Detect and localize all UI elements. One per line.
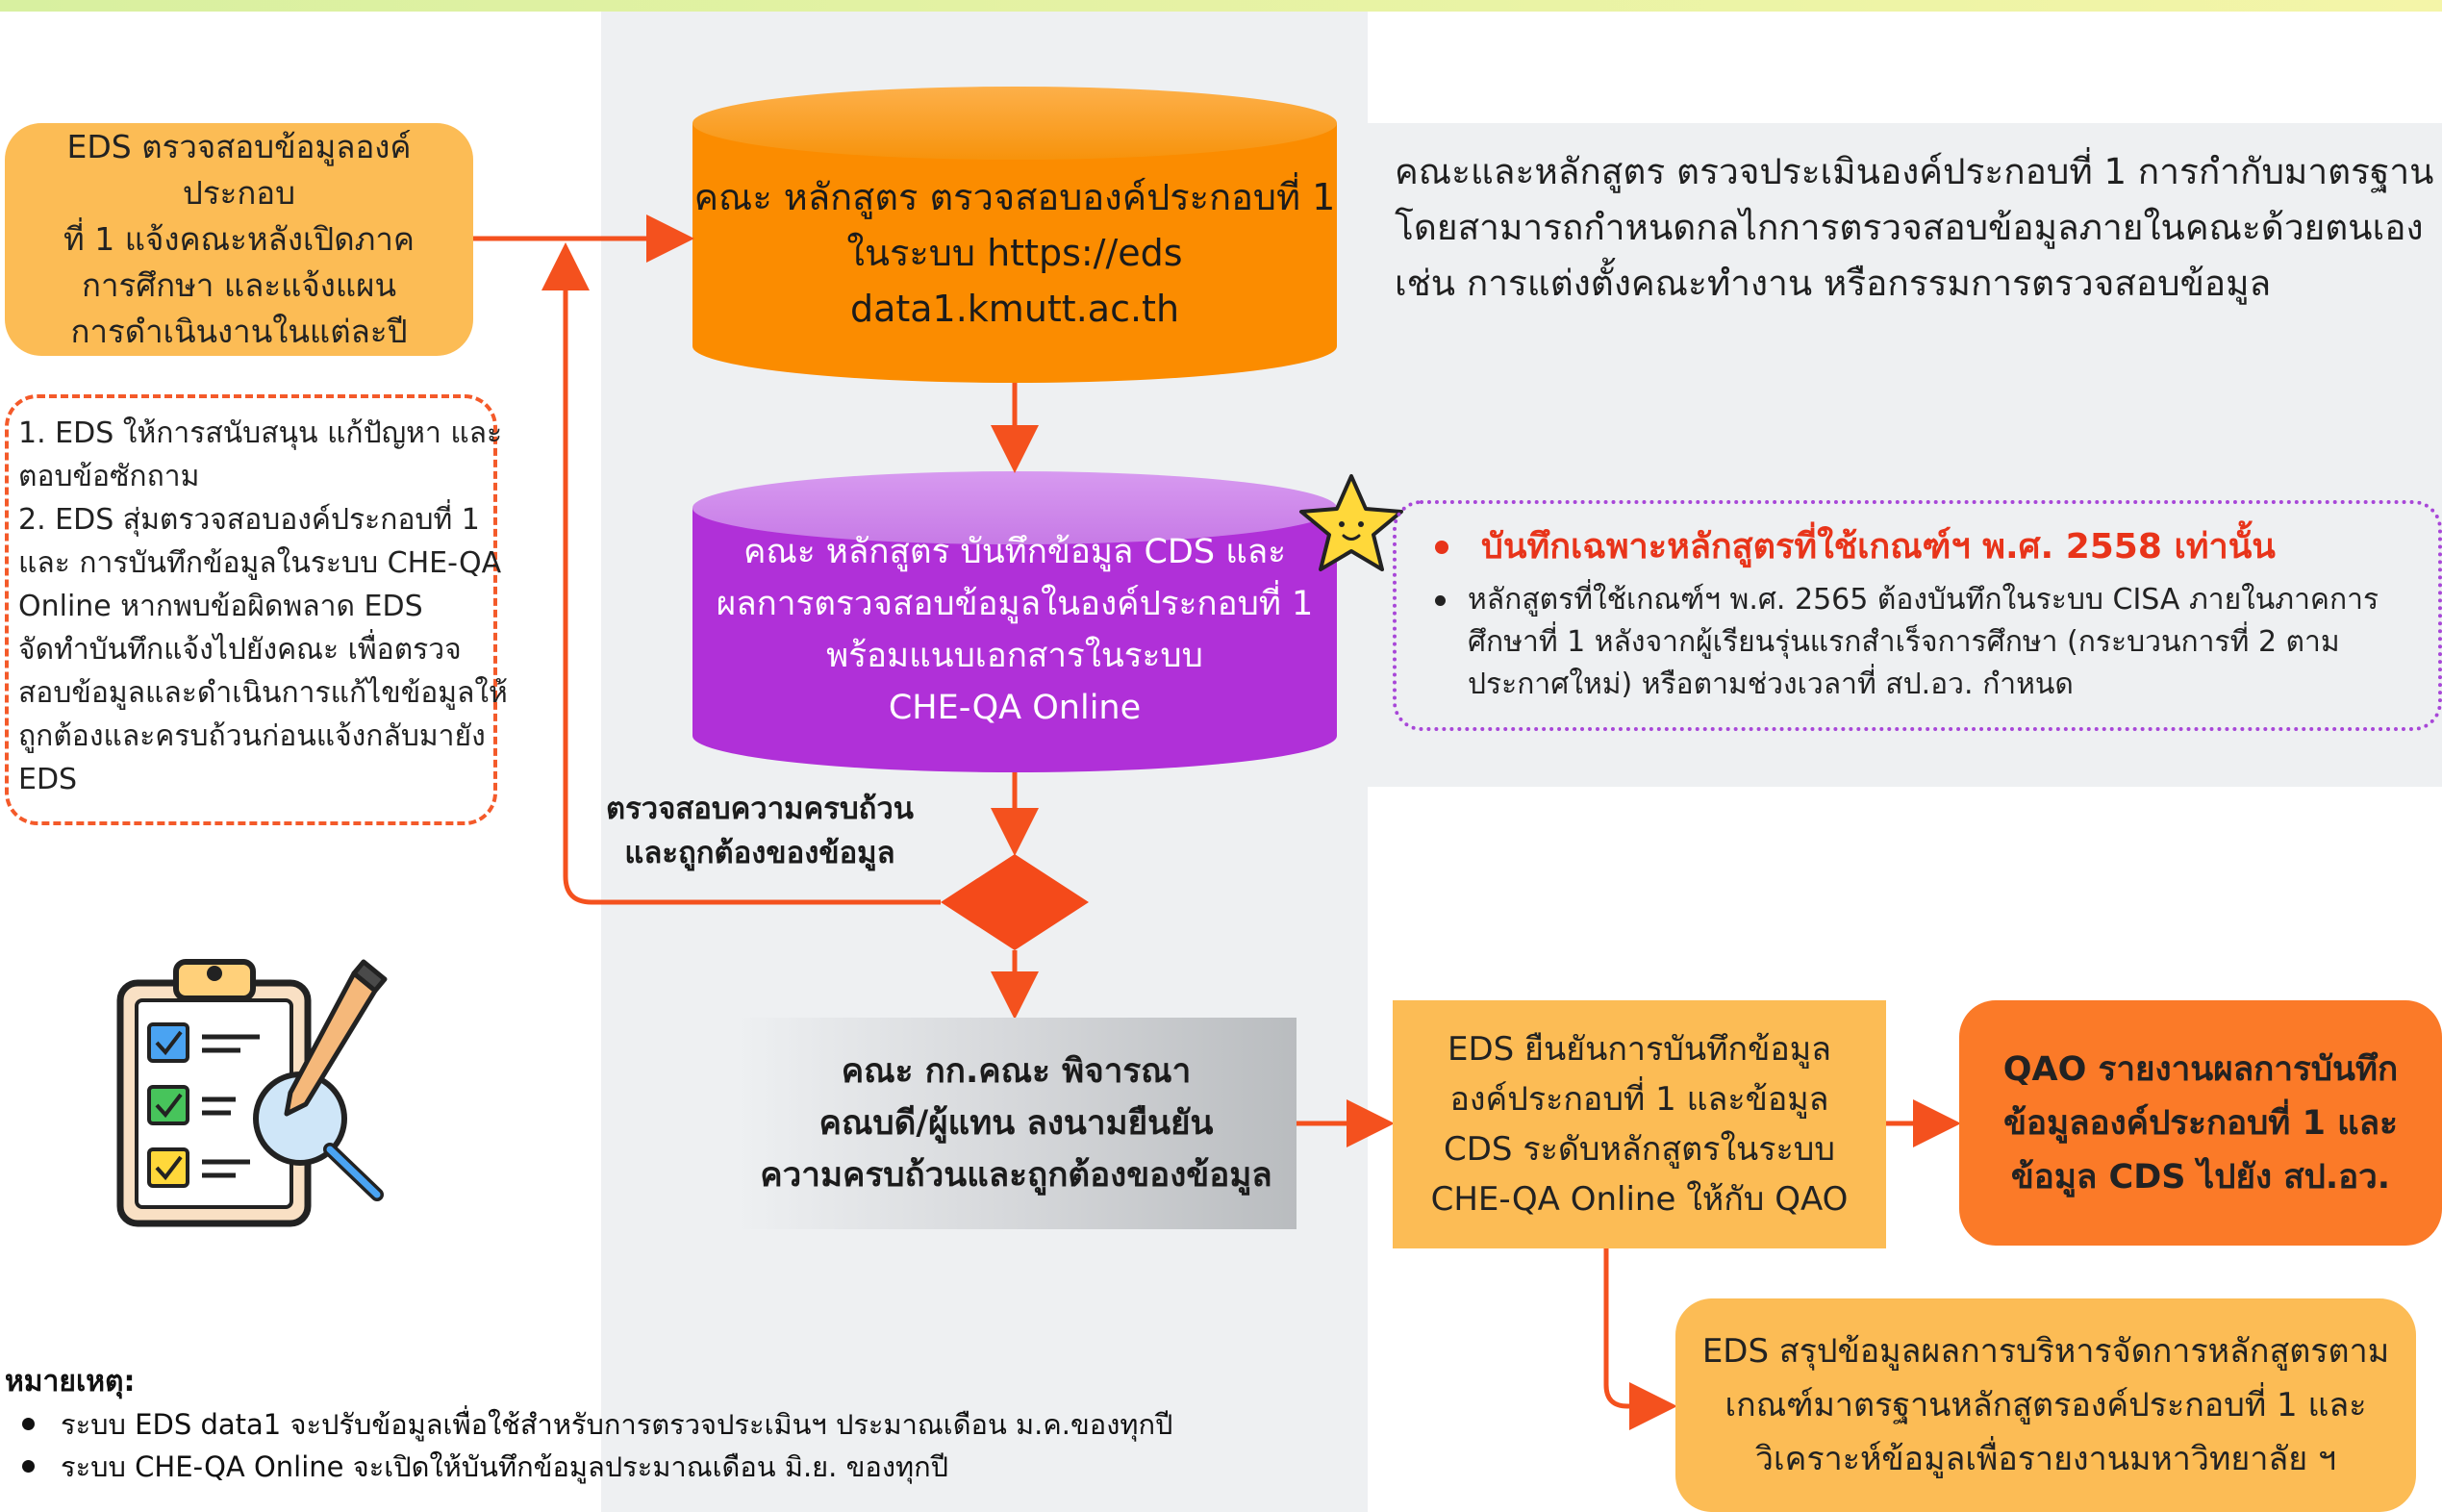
qao-report-box: QAO รายงานผลการบันทึก ข้อมูลองค์ประกอบที… bbox=[1959, 1000, 2442, 1246]
committee-line-3: ความครบถ้วนและถูกต้องของข้อมูล bbox=[760, 1156, 1272, 1195]
remark-section: หมายเหตุ: ระบบ EDS data1 จะปรับข้อมูลเพื… bbox=[5, 1361, 1255, 1488]
remark-item-2: ระบบ CHE-QA Online จะเปิดให้บันทึกข้อมูล… bbox=[5, 1446, 1255, 1488]
decision-label-line-2: และถูกต้องของข้อมูล bbox=[624, 836, 895, 870]
eds-start-line-2: ที่ 1 แจ้งคณะหลังเปิดภาค bbox=[63, 220, 415, 258]
eds-support-line-7: สอบข้อมูลและดำเนินการแก้ไขข้อมูลให้ bbox=[18, 676, 508, 710]
note-body-line-2: ศึกษาที่ 1 หลังจากผู้เรียนรุ่นแรกสำเร็จก… bbox=[1468, 625, 2340, 659]
remark-item-1: ระบบ EDS data1 จะปรับข้อมูลเพื่อใช้สำหรั… bbox=[5, 1403, 1255, 1446]
eds-support-line-9: EDS bbox=[18, 763, 78, 796]
eds-start-line-4: การดำเนินงานในแต่ละปี bbox=[70, 313, 408, 350]
eds-support-line-2: ตอบข้อซักถาม bbox=[18, 460, 200, 493]
eds-confirm-line-2: องค์ประกอบที่ 1 และข้อมูล bbox=[1449, 1080, 1829, 1119]
eds-start-line-3: การศึกษา และแจ้งแผน bbox=[81, 266, 397, 304]
note-body-line-3: ประกาศใหม่) หรือตามช่วงเวลาที่ สป.อว. กำ… bbox=[1468, 668, 2074, 701]
eds-summary-line-1: EDS สรุปข้อมูลผลการบริหารจัดการหลักสูตรต… bbox=[1701, 1332, 2390, 1371]
cylinder-record-line-3: พร้อมแนบเอกสารในระบบ bbox=[826, 637, 1203, 675]
clipboard-checklist-icon bbox=[116, 959, 388, 1227]
cylinder-check-shape bbox=[692, 87, 1337, 383]
star-icon bbox=[1299, 474, 1403, 571]
eds-support-line-5: Online หากพบข้อผิดพลาด EDS bbox=[18, 590, 423, 623]
top-accent-bar bbox=[0, 0, 2442, 12]
eds-start-box: EDS ตรวจสอบข้อมูลองค์ประกอบ ที่ 1 แจ้งคณ… bbox=[5, 123, 473, 356]
decision-label: ตรวจสอบความครบถ้วน และถูกต้องของข้อมูล bbox=[577, 787, 943, 875]
note-body-line-1: หลักสูตรที่ใช้เกณฑ์ฯ พ.ศ. 2565 ต้องบันทึ… bbox=[1468, 583, 2379, 617]
remark-title: หมายเหตุ: bbox=[5, 1365, 136, 1399]
note-headline: บันทึกเฉพาะหลักสูตรที่ใช้เกณฑ์ฯ พ.ศ. 255… bbox=[1435, 523, 2429, 571]
right-description-line-1: คณะและหลักสูตร ตรวจประเมินองค์ประกอบที่ … bbox=[1395, 151, 2434, 192]
cylinder-record-shape bbox=[692, 471, 1337, 772]
qao-line-2: ข้อมูลองค์ประกอบที่ 1 และ bbox=[2003, 1103, 2398, 1143]
decision-label-line-1: ตรวจสอบความครบถ้วน bbox=[606, 792, 914, 826]
note-body: หลักสูตรที่ใช้เกณฑ์ฯ พ.ศ. 2565 ต้องบันทึ… bbox=[1435, 579, 2429, 706]
note-box: บันทึกเฉพาะหลักสูตรที่ใช้เกณฑ์ฯ พ.ศ. 255… bbox=[1393, 500, 2442, 731]
committee-line-1: คณะ กก.คณะ พิจารณา bbox=[841, 1052, 1192, 1091]
eds-support-line-4: และ การบันทึกข้อมูลในระบบ CHE-QA bbox=[18, 546, 502, 580]
eds-confirm-line-3: CDS ระดับหลักสูตรในระบบ bbox=[1444, 1130, 1835, 1169]
eds-support-line-1: 1. EDS ให้การสนับสนุน แก้ปัญหา และ bbox=[18, 416, 503, 450]
eds-support-line-3: 2. EDS สุ่มตรวจสอบองค์ประกอบที่ 1 bbox=[18, 503, 480, 537]
right-description-line-2: โดยสามารถกำหนดกลไกการตรวจสอบข้อมูลภายในค… bbox=[1395, 207, 2424, 248]
eds-support-line-6: จัดทำบันทึกแจ้งไปยังคณะ เพื่อตรวจ bbox=[18, 633, 462, 667]
eds-support-line-8: ถูกต้องและครบถ้วนก่อนแจ้งกลับมายัง bbox=[18, 719, 486, 753]
cylinder-record-line-2: ผลการตรวจสอบข้อมูลในองค์ประกอบที่ 1 bbox=[716, 585, 1314, 623]
cylinder-check-line-1: คณะ หลักสูตร ตรวจสอบองค์ประกอบที่ 1 bbox=[693, 175, 1336, 218]
eds-summary-line-3: วิเคราะห์ข้อมูลเพื่อรายงานมหาวิทยาลัย ฯ bbox=[1754, 1440, 2337, 1478]
right-panel-background bbox=[1368, 123, 2442, 787]
qao-line-3: ข้อมูล CDS ไปยัง สป.อว. bbox=[2010, 1157, 2391, 1197]
eds-confirm-box: EDS ยืนยันการบันทึกข้อมูล องค์ประกอบที่ … bbox=[1393, 1000, 1886, 1248]
cylinder-record-line-4: CHE-QA Online bbox=[888, 689, 1142, 727]
cylinder-record-line-1: คณะ หลักสูตร บันทึกข้อมูล CDS และ bbox=[743, 533, 1287, 571]
eds-summary-box: EDS สรุปข้อมูลผลการบริหารจัดการหลักสูตรต… bbox=[1675, 1298, 2416, 1512]
eds-start-line-1: EDS ตรวจสอบข้อมูลองค์ประกอบ bbox=[66, 128, 412, 212]
qao-line-1: QAO รายงานผลการบันทึก bbox=[2002, 1049, 2399, 1089]
cylinder-check-line-2: ในระบบ https://eds data1.kmutt.ac.th bbox=[846, 231, 1183, 330]
eds-confirm-line-4: CHE-QA Online ให้กับ QAO bbox=[1430, 1180, 1849, 1219]
cylinder-check-text: คณะ หลักสูตร ตรวจสอบองค์ประกอบที่ 1 ในระ… bbox=[692, 176, 1337, 330]
right-description-line-3: เช่น การแต่งตั้งคณะทำงาน หรือกรรมการตรวจ… bbox=[1395, 263, 2272, 304]
eds-support-box: 1. EDS ให้การสนับสนุน แก้ปัญหา และ ตอบข้… bbox=[5, 394, 508, 825]
committee-line-2: คณบดี/ผู้แทน ลงนามยืนยัน bbox=[818, 1104, 1214, 1143]
eds-summary-line-2: เกณฑ์มาตรฐานหลักสูตรองค์ประกอบที่ 1 และ bbox=[1725, 1386, 2367, 1424]
committee-box: คณะ กก.คณะ พิจารณา คณบดี/ผู้แทน ลงนามยืน… bbox=[736, 1018, 1297, 1229]
eds-confirm-line-1: EDS ยืนยันการบันทึกข้อมูล bbox=[1447, 1030, 1832, 1069]
decision-diamond bbox=[941, 854, 1089, 950]
right-description: คณะและหลักสูตร ตรวจประเมินองค์ประกอบที่ … bbox=[1395, 144, 2433, 312]
connector-arrows bbox=[473, 214, 1961, 1430]
cylinder-record-text: คณะ หลักสูตร บันทึกข้อมูล CDS และ ผลการต… bbox=[692, 524, 1337, 736]
